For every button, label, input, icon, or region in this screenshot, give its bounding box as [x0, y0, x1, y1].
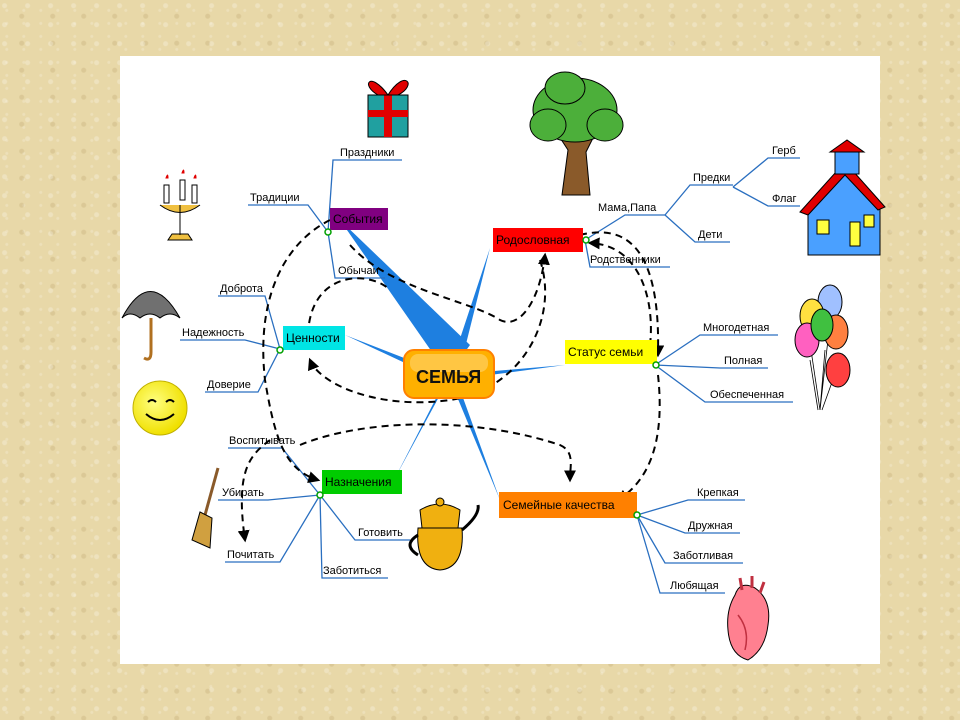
leaf-rodstvenniki: Родственники	[590, 254, 661, 266]
leaf-traditsii: Традиции	[250, 192, 300, 204]
center-rays	[340, 220, 565, 500]
center-label: СЕМЬЯ	[416, 367, 481, 387]
gift-icon	[367, 80, 409, 138]
diagram-panel	[120, 56, 880, 664]
leaf-gerb: Герб	[772, 145, 796, 157]
leaf-lyubyashchaya: Любящая	[670, 580, 719, 592]
leaf-flag: Флаг	[772, 193, 797, 205]
leaf-druzhnaya: Дружная	[688, 520, 733, 532]
umbrella-icon	[121, 291, 181, 361]
node-kachestva[interactable]: Семейные качества	[499, 492, 641, 519]
smiley-icon	[132, 380, 188, 436]
teapot-icon	[408, 497, 480, 571]
leaf-mnogodetnaya: Многодетная	[703, 322, 769, 334]
leaf-predki: Предки	[693, 172, 730, 184]
node-naznacheniya[interactable]: Назначения	[316, 470, 402, 499]
node-status-label: Статус семьи	[568, 345, 643, 359]
leaf-zabotitsya: Заботиться	[323, 565, 381, 577]
leaf-krepkaya: Крепкая	[697, 487, 739, 499]
node-rodoslovnaya-label: Родословная	[496, 233, 570, 247]
tree-icon	[529, 71, 624, 196]
node-rodoslovnaya[interactable]: Родословная	[493, 228, 590, 252]
node-kachestva-label: Семейные качества	[503, 498, 615, 512]
center-node[interactable]: СЕМЬЯ	[403, 349, 495, 399]
leaf-labels: Праздники Традиции Обычаи Доброта Надежн…	[182, 145, 797, 592]
heart-icon	[727, 576, 770, 661]
leaf-vospityvat: Воспитывать	[229, 435, 296, 447]
node-sobytiya-label: События	[333, 212, 383, 226]
dashed-connectors	[237, 219, 665, 543]
node-tsennosti[interactable]: Ценности	[276, 326, 345, 354]
candle-icon	[159, 169, 201, 241]
leaf-obespechennaya: Обеспеченная	[710, 389, 784, 401]
leaf-nadezhnost: Надежность	[182, 327, 245, 339]
leaf-pochitat: Почитать	[227, 549, 274, 561]
balloons-icon	[794, 284, 851, 411]
house-icon	[799, 139, 886, 256]
leaf-mama-papa: Мама,Папа	[598, 202, 657, 214]
leaf-prazdniki: Праздники	[340, 147, 394, 159]
leaf-obychai: Обычаи	[338, 265, 379, 277]
leaf-polnaya: Полная	[724, 355, 762, 367]
broom-icon	[191, 467, 220, 549]
node-sobytiya[interactable]: События	[324, 208, 388, 236]
leaf-ubirat: Убирать	[222, 487, 264, 499]
leaf-dobrota: Доброта	[220, 283, 264, 295]
leaf-doverie: Доверие	[207, 379, 251, 391]
node-naznacheniya-label: Назначения	[325, 475, 392, 489]
node-status[interactable]: Статус семьи	[565, 340, 660, 369]
leaf-zabotlivaya: Заботливая	[673, 550, 733, 562]
leaf-gotovit: Готовить	[358, 527, 403, 539]
node-tsennosti-label: Ценности	[286, 331, 340, 345]
leaf-deti: Дети	[698, 229, 722, 241]
